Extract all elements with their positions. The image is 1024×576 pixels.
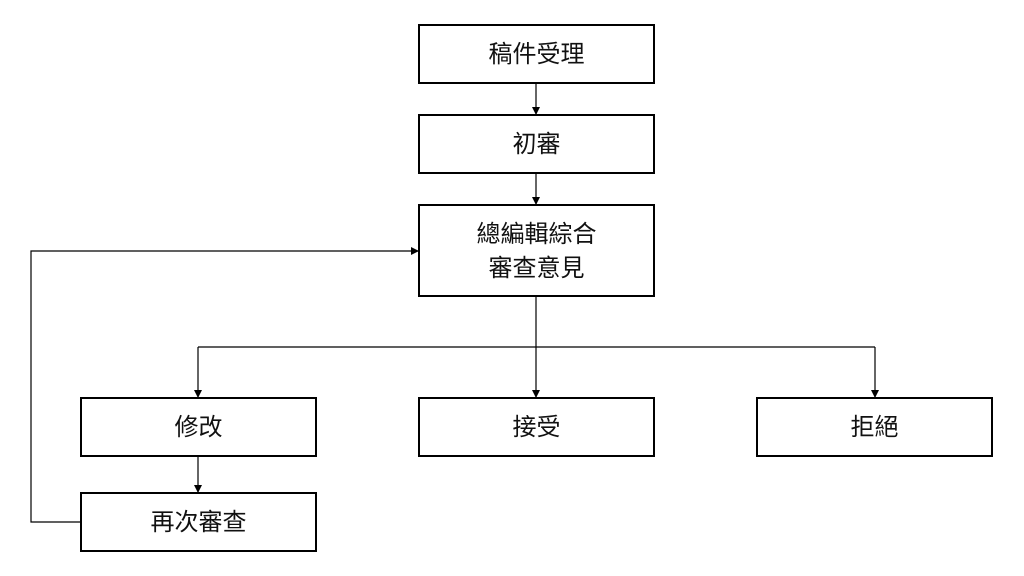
- node-chief-editor-review: 總編輯綜合 審查意見: [418, 204, 655, 297]
- node-manuscript-receipt: 稿件受理: [418, 24, 655, 84]
- arrow-rereview-to-chief: [30, 247, 419, 523]
- node-label-line-1: 總編輯綜合: [476, 219, 597, 248]
- node-label: 再次審查: [150, 508, 247, 536]
- node-initial-review: 初審: [418, 114, 655, 174]
- node-accept: 接受: [418, 397, 655, 457]
- node-label-line-2: 審查意見: [488, 253, 585, 282]
- node-label: 接受: [512, 413, 561, 441]
- node-label: 拒絕: [850, 413, 899, 441]
- node-reject: 拒絕: [756, 397, 993, 457]
- node-label: 修改: [174, 413, 223, 441]
- node-label: 稿件受理: [488, 40, 585, 68]
- node-label: 初審: [512, 130, 561, 158]
- node-revise: 修改: [80, 397, 317, 457]
- node-re-review: 再次審查: [80, 492, 317, 552]
